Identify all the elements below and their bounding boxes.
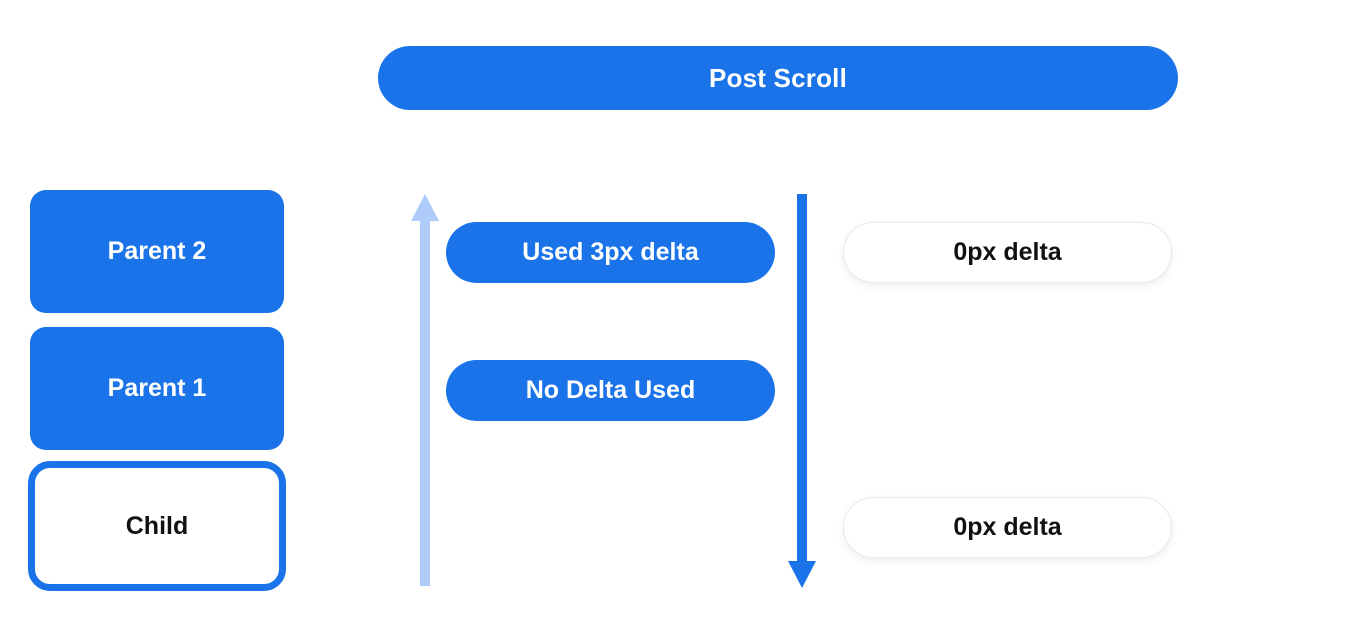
parent-2-label: Parent 2: [107, 237, 207, 265]
parent-2-box: Parent 2: [30, 190, 284, 313]
parent-1-box: Parent 1: [30, 327, 284, 450]
no-delta-used-pill: No Delta Used: [446, 360, 775, 421]
post-scroll-banner: Post Scroll: [378, 46, 1178, 110]
zero-delta-bottom-label: 0px delta: [953, 513, 1062, 541]
up-arrow-icon: [411, 194, 439, 586]
no-delta-used-label: No Delta Used: [525, 376, 696, 404]
down-arrow-icon: [788, 194, 816, 588]
used-3px-delta-label: Used 3px delta: [522, 238, 699, 266]
zero-delta-top-label: 0px delta: [953, 238, 1062, 266]
used-3px-delta-pill: Used 3px delta: [446, 222, 775, 283]
child-label: Child: [125, 511, 189, 540]
zero-delta-bottom-pill: 0px delta: [843, 497, 1172, 558]
parent-1-label: Parent 1: [107, 374, 207, 402]
child-box: Child: [28, 461, 286, 591]
zero-delta-top-pill: 0px delta: [843, 222, 1172, 283]
